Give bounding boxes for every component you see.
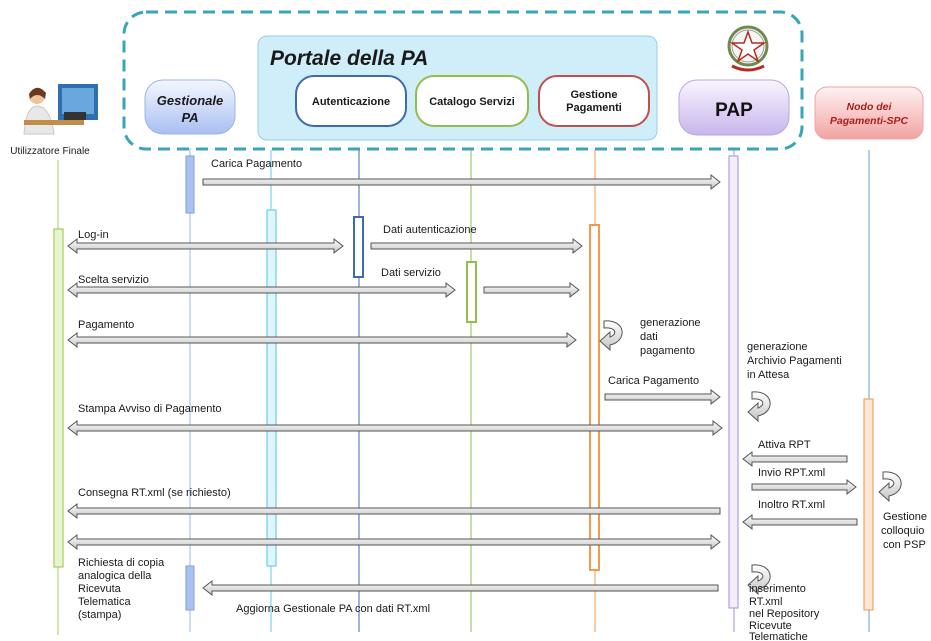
loop-gestione-psp	[878, 471, 902, 503]
arrow-invio-rpt	[751, 478, 857, 496]
actor-gestionale-label-1: Gestionale	[157, 93, 223, 108]
msg-stampa-avviso: Stampa Avviso di Pagamento	[78, 403, 222, 415]
note-inserimento-3: nel Repository	[749, 608, 820, 620]
portal-title: Portale della PA	[270, 47, 428, 70]
msg-carica-pagamento-2: Carica Pagamento	[608, 375, 699, 387]
note-gen-dati-2: dati	[640, 331, 658, 343]
arrow-carica-pagamento-1	[202, 173, 721, 191]
msg-consegna-rt: Consegna RT.xml (se richiesto)	[78, 487, 231, 499]
arrow-dati-autenticazione	[370, 237, 583, 255]
arrow-attiva-rpt	[742, 450, 848, 468]
module-catalog	[415, 75, 529, 127]
module-payments-label-1: Gestione	[570, 89, 617, 101]
loop-generazione-archivio	[747, 391, 771, 423]
note-richiesta-copia-3: Ricevuta	[78, 583, 122, 595]
msg-inoltro-rt: Inoltro RT.xml	[758, 499, 825, 511]
note-inserimento-2: RT.xml	[749, 596, 782, 608]
arrow-inoltro-rt	[742, 513, 858, 531]
note-gestione-psp-2: colloquio	[881, 525, 924, 537]
arrow-consegna-rt	[67, 502, 721, 520]
activation-nodo	[863, 398, 874, 611]
module-auth	[295, 75, 407, 127]
actor-gestionale-label-2: PA	[181, 110, 198, 125]
actor-pap-label: PAP	[715, 100, 753, 121]
note-richiesta-copia-5: (stampa)	[78, 609, 121, 621]
msg-dati-servizio: Dati servizio	[381, 267, 441, 279]
actor-nodo-label-1: Nodo dei	[847, 101, 893, 113]
arrow-pagamento	[67, 331, 577, 349]
arrow-dati-servizio	[483, 281, 580, 299]
msg-invio-rpt: Invio RPT.xml	[758, 467, 825, 479]
note-richiesta-copia-1: Richiesta di copia	[78, 557, 165, 569]
arrow-stampa-avviso	[67, 419, 723, 437]
module-payments-label-2: Pagamenti	[566, 102, 622, 114]
republic-emblem-icon	[727, 25, 769, 72]
arrow-carica-pagamento-2	[604, 388, 721, 406]
portal-frame	[122, 10, 804, 151]
note-gestione-psp-1: Gestione	[883, 511, 927, 523]
msg-pagamento: Pagamento	[78, 319, 134, 331]
note-gen-dati-1: generazione	[640, 317, 701, 329]
activation-payments	[589, 224, 600, 571]
arrow-scelta-servizio	[67, 281, 456, 299]
activation-pap	[728, 155, 739, 609]
note-richiesta-copia-2: analogica della	[78, 570, 152, 582]
arrow-richiesta-copia	[67, 533, 721, 551]
msg-dati-autenticazione: Dati autenticazione	[383, 224, 477, 236]
note-gen-archivio-2: Archivio Pagamenti	[747, 355, 842, 367]
module-payments	[538, 75, 650, 127]
message-arrows	[67, 173, 858, 597]
user-figure-icon	[23, 84, 98, 135]
note-inserimento-5: Telematiche	[749, 631, 808, 641]
arrow-aggiorna-gestionale	[202, 579, 719, 597]
msg-login: Log-in	[78, 229, 109, 241]
module-auth-label: Autenticazione	[312, 96, 390, 108]
actor-nodo-label-2: Pagamenti-SPC	[830, 115, 909, 127]
activation-gestionale-2	[185, 565, 195, 611]
activation-auth	[353, 216, 364, 278]
self-loops	[599, 320, 902, 596]
note-gen-archivio-1: generazione	[747, 341, 808, 353]
actor-pap	[678, 79, 790, 136]
arrow-login	[67, 237, 344, 255]
note-gen-archivio-3: in Attesa	[747, 369, 790, 381]
actor-gestionale	[144, 79, 236, 135]
activation-portal	[266, 209, 277, 567]
note-gen-dati-3: pagamento	[640, 345, 695, 357]
msg-attiva-rpt: Attiva RPT	[758, 439, 811, 451]
note-inserimento-4: Ricevute	[749, 620, 792, 632]
note-inserimento-1: inserimento	[749, 583, 806, 595]
msg-carica-pagamento-1: Carica Pagamento	[211, 158, 302, 170]
msg-scelta-servizio: Scelta servizio	[78, 274, 149, 286]
module-catalog-label: Catalogo Servizi	[429, 96, 515, 108]
note-gestione-psp-3: con PSP	[883, 539, 926, 551]
activation-catalog	[466, 261, 477, 323]
activation-user	[53, 228, 64, 568]
loop-inserimento-rt	[747, 564, 771, 596]
note-richiesta-copia-4: Telematica	[78, 596, 131, 608]
msg-aggiorna-gestionale: Aggiorna Gestionale PA con dati RT.xml	[236, 603, 430, 615]
activation-gestionale-1	[185, 155, 195, 214]
actor-user-label: Utilizzatore Finale	[10, 146, 90, 157]
actor-nodo	[814, 86, 924, 140]
loop-generazione-dati	[599, 320, 623, 352]
